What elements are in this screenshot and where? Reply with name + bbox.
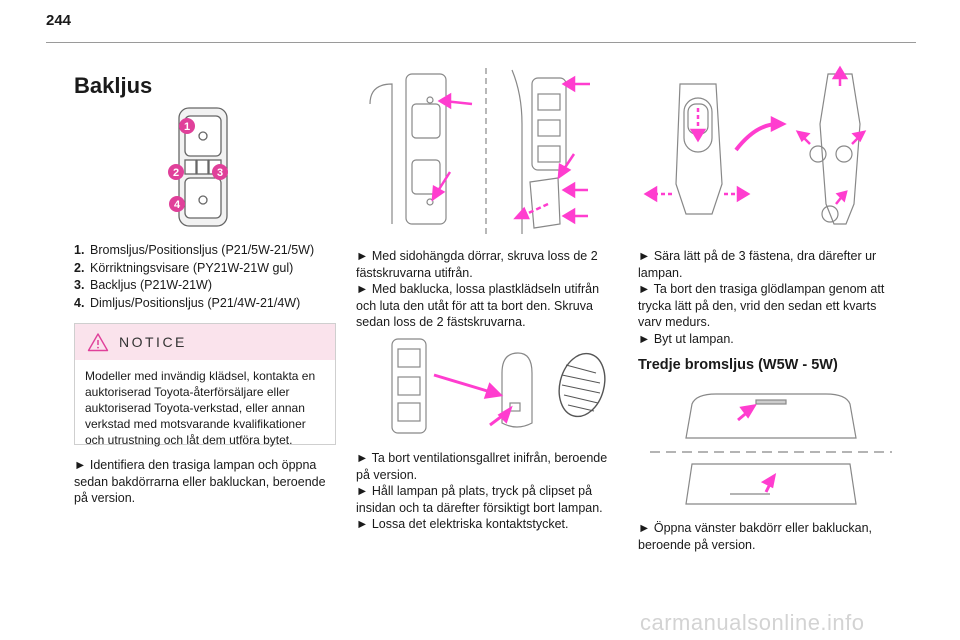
notice-header: NOTICE	[75, 324, 335, 360]
vent-grille-illustration	[391, 338, 606, 434]
notice-box: NOTICE Modeller med invändig klädsel, ko…	[74, 323, 336, 447]
callout-markers	[168, 118, 228, 212]
legend-item: 2. Körriktningsvisare (PY21W-21W gul)	[74, 260, 294, 275]
lamp-holder-illustration	[643, 65, 867, 225]
callout-3: 3	[217, 167, 223, 179]
instructions-block-1: ► Med sidohängda dörrar, skruva loss de …	[356, 249, 600, 329]
page-number: 244	[46, 12, 72, 29]
third-brake-light-instruction: ► Öppna vänster bakdörr eller bakluckan,…	[638, 521, 873, 552]
watermark: carmanualsonline.info	[640, 610, 865, 635]
screw-removal-illustration	[369, 68, 590, 234]
legend-item: 1. Bromsljus/Positionsljus (P21/5W-21/5W…	[74, 243, 315, 257]
rear-lamp-illustration: 1 2 3 4	[168, 107, 228, 227]
notice-text: Modeller med invändig klädsel, kontakta …	[85, 369, 316, 447]
warning-triangle-icon	[87, 333, 109, 352]
legend-item: 3. Backljus (P21W-21W)	[74, 278, 213, 292]
third-brake-light-illustration	[650, 393, 892, 505]
notice-title: NOTICE	[119, 334, 187, 350]
bulb-legend: 1. Bromsljus/Positionsljus (P21/5W-21/5W…	[74, 242, 336, 312]
callout-2: 2	[173, 167, 179, 179]
legend-item: 4. Dimljus/Positionsljus (P21/4W-21/4W)	[74, 295, 301, 310]
instructions-block-3: ► Sära lätt på de 3 fästena, dra därefte…	[638, 249, 885, 346]
callout-4: 4	[174, 199, 181, 211]
callout-1: 1	[184, 121, 190, 133]
section-title: Bakljus	[74, 73, 153, 98]
identify-instruction: ► Identifiera den trasiga lampan och öpp…	[74, 458, 326, 505]
third-brake-light-title: Tredje bromsljus (W5W - 5W)	[638, 357, 838, 373]
header-rule	[46, 42, 916, 43]
instructions-block-2: ► Ta bort ventilationsgallret inifrån, b…	[356, 451, 608, 531]
